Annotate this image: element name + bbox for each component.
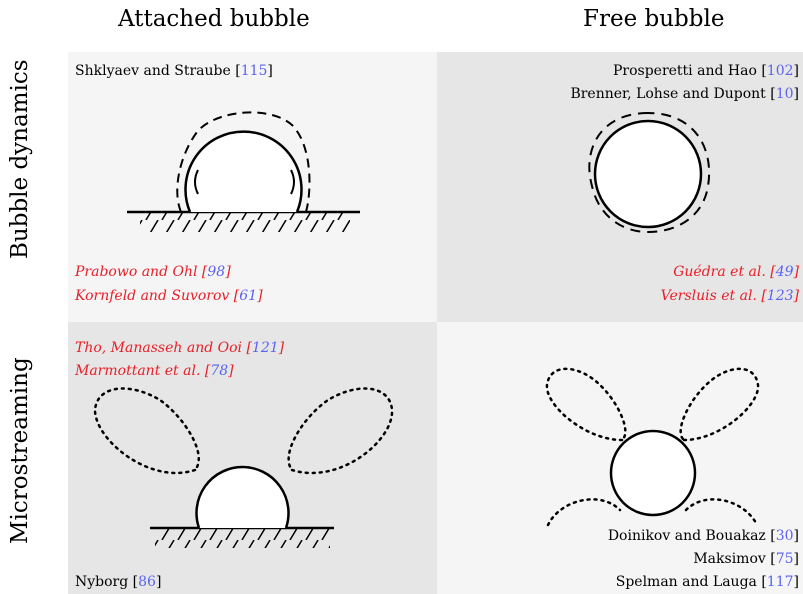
streaming-vortex-right-icon bbox=[287, 387, 394, 475]
citation-shklyaev: Shklyaev and Straube [115] bbox=[75, 63, 273, 79]
wall-hatching-icon bbox=[140, 212, 350, 232]
streaming-vortex-bottom-left-icon bbox=[546, 498, 622, 527]
reference-link[interactable]: 102 bbox=[766, 63, 794, 79]
reference-link[interactable]: 78 bbox=[210, 363, 229, 379]
deformed-bubble-outline-icon bbox=[176, 111, 311, 213]
deformed-bubble-outline-icon bbox=[588, 111, 710, 234]
streaming-vortex-left-icon bbox=[93, 387, 200, 475]
reference-link[interactable]: 117 bbox=[766, 574, 794, 590]
reference-link[interactable]: 123 bbox=[766, 288, 794, 304]
citation-guedra: Guédra et al. [49] bbox=[673, 264, 799, 280]
citation-prosperetti: Prosperetti and Hao [102] bbox=[612, 63, 799, 79]
citation-nyborg: Nyborg [86] bbox=[75, 574, 162, 590]
free-bubble-dynamics-diagram bbox=[588, 111, 710, 234]
attached-bubble-dynamics-diagram bbox=[127, 111, 360, 232]
column-title-free: Free bubble bbox=[583, 6, 725, 32]
citation-prabowo: Prabowo and Ohl [98] bbox=[75, 264, 231, 280]
streaming-vortex-top-left-icon bbox=[545, 367, 627, 442]
reference-link[interactable]: 121 bbox=[251, 340, 279, 356]
cell-bottom-left bbox=[68, 322, 437, 594]
column-title-attached: Attached bubble bbox=[118, 6, 310, 32]
reference-link[interactable]: 10 bbox=[775, 86, 794, 102]
reference-link[interactable]: 75 bbox=[775, 551, 794, 567]
reference-link[interactable]: 115 bbox=[240, 63, 268, 79]
reference-link[interactable]: 86 bbox=[138, 574, 156, 590]
citation-marmottant: Marmottant et al. [78] bbox=[75, 363, 234, 379]
citation-tho: Tho, Manasseh and Ooi [121] bbox=[75, 340, 285, 356]
reference-link[interactable]: 98 bbox=[207, 264, 226, 280]
bubble-icon bbox=[609, 429, 697, 517]
streaming-vortex-bottom-right-icon bbox=[684, 498, 759, 527]
wall-hatching-icon bbox=[155, 528, 330, 548]
bubble-icon bbox=[184, 130, 303, 213]
reference-link[interactable]: 61 bbox=[239, 288, 258, 304]
citation-maksimov: Maksimov [75] bbox=[693, 551, 799, 567]
citation-brenner: Brenner, Lohse and Dupont [10] bbox=[570, 86, 799, 102]
attached-bubble-streaming-diagram bbox=[93, 387, 394, 548]
citation-kornfeld: Kornfeld and Suvorov [61] bbox=[75, 288, 263, 304]
inner-dash-left bbox=[194, 169, 199, 195]
citation-spelman: Spelman and Lauga [117] bbox=[615, 574, 799, 590]
bubble-icon bbox=[593, 119, 703, 229]
reference-link[interactable]: 49 bbox=[775, 264, 794, 280]
inner-dash-right bbox=[290, 169, 295, 195]
reference-link[interactable]: 30 bbox=[775, 528, 794, 544]
citation-versluis: Versluis et al. [123] bbox=[660, 288, 799, 304]
free-bubble-streaming-diagram bbox=[545, 367, 760, 527]
citation-doinikov: Doinikov and Bouakaz [30] bbox=[607, 528, 799, 544]
bubble-icon bbox=[195, 465, 290, 529]
streaming-vortex-top-right-icon bbox=[679, 367, 760, 442]
